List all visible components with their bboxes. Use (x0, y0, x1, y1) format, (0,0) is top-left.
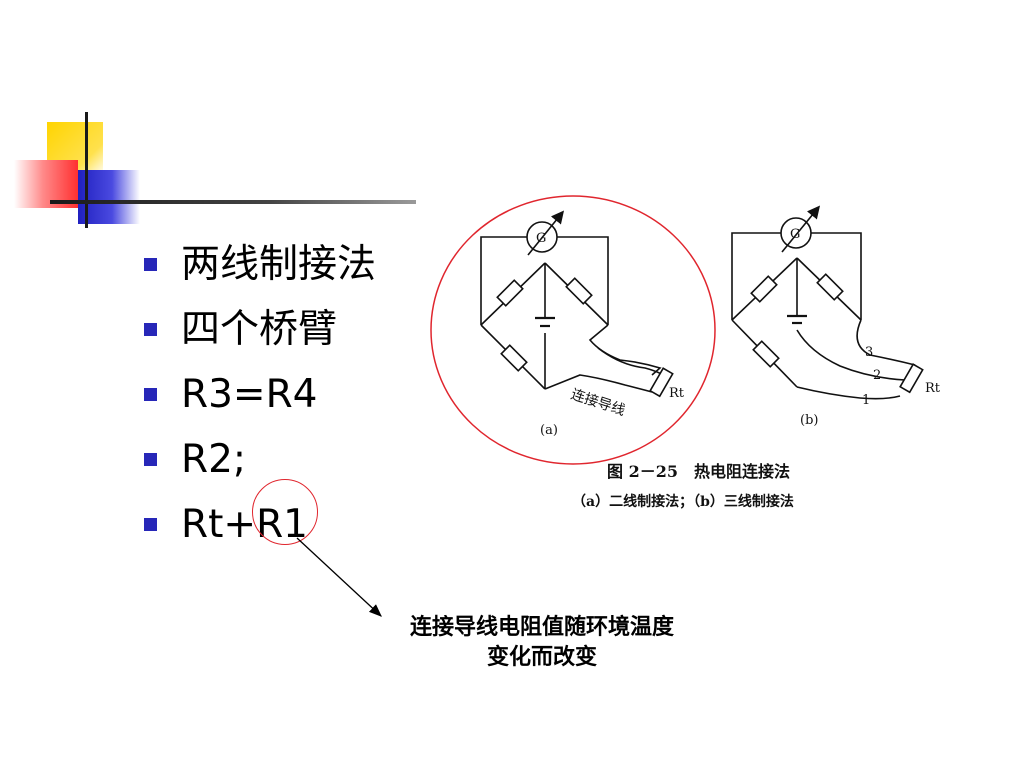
highlight-circle (252, 479, 318, 545)
bullet-text: 两线制接法 (181, 242, 377, 287)
wire-number-3: 3 (865, 345, 873, 360)
bullet-square-icon (144, 518, 157, 531)
bullet-list: 两线制接法 四个桥臂 R3=R4 R2; Rt+R1 (144, 232, 376, 557)
wire-number-1: 1 (862, 393, 870, 408)
logo-blue-square (78, 170, 140, 224)
sensor-label-a: Rt (669, 386, 685, 401)
callout-text: 连接导线电阻值随环境温度 变化而改变 (368, 612, 716, 672)
diagram-a-highlight (430, 195, 716, 465)
bullet-text: R2; (181, 437, 247, 482)
callout-line-1: 连接导线电阻值随环境温度 (409, 614, 674, 640)
galvanometer-label-a: G (536, 231, 546, 246)
logo-vertical-line (85, 112, 88, 228)
bullet-item: 四个桥臂 (144, 297, 376, 362)
wire-number-2: 2 (873, 368, 881, 383)
figure-caption-title: 图 2－25 热电阻连接法 (607, 462, 790, 481)
bullet-item: R3=R4 (144, 362, 376, 427)
galvanometer-label-b: G (790, 227, 800, 242)
figure-caption-sub: （a）二线制接法；（b）三线制接法 (572, 493, 794, 510)
title-divider-line (50, 200, 416, 204)
sensor-label-b: Rt (925, 381, 941, 396)
bullet-text: R3=R4 (181, 372, 318, 417)
callout-line-2: 变化而改变 (486, 644, 597, 670)
bullet-square-icon (144, 453, 157, 466)
bullet-item: R2; (144, 427, 376, 492)
bullet-text: 四个桥臂 (181, 307, 338, 352)
diagram-b (731, 205, 924, 400)
bullet-square-icon (144, 323, 157, 336)
bullet-square-icon (144, 258, 157, 271)
bullet-square-icon (144, 388, 157, 401)
diagram-a-label: (a) (540, 423, 558, 438)
diagram-b-label: (b) (800, 413, 818, 428)
wire-label: 连接导线 (569, 386, 628, 419)
diagram-a (480, 210, 674, 398)
bullet-item: 两线制接法 (144, 232, 376, 297)
